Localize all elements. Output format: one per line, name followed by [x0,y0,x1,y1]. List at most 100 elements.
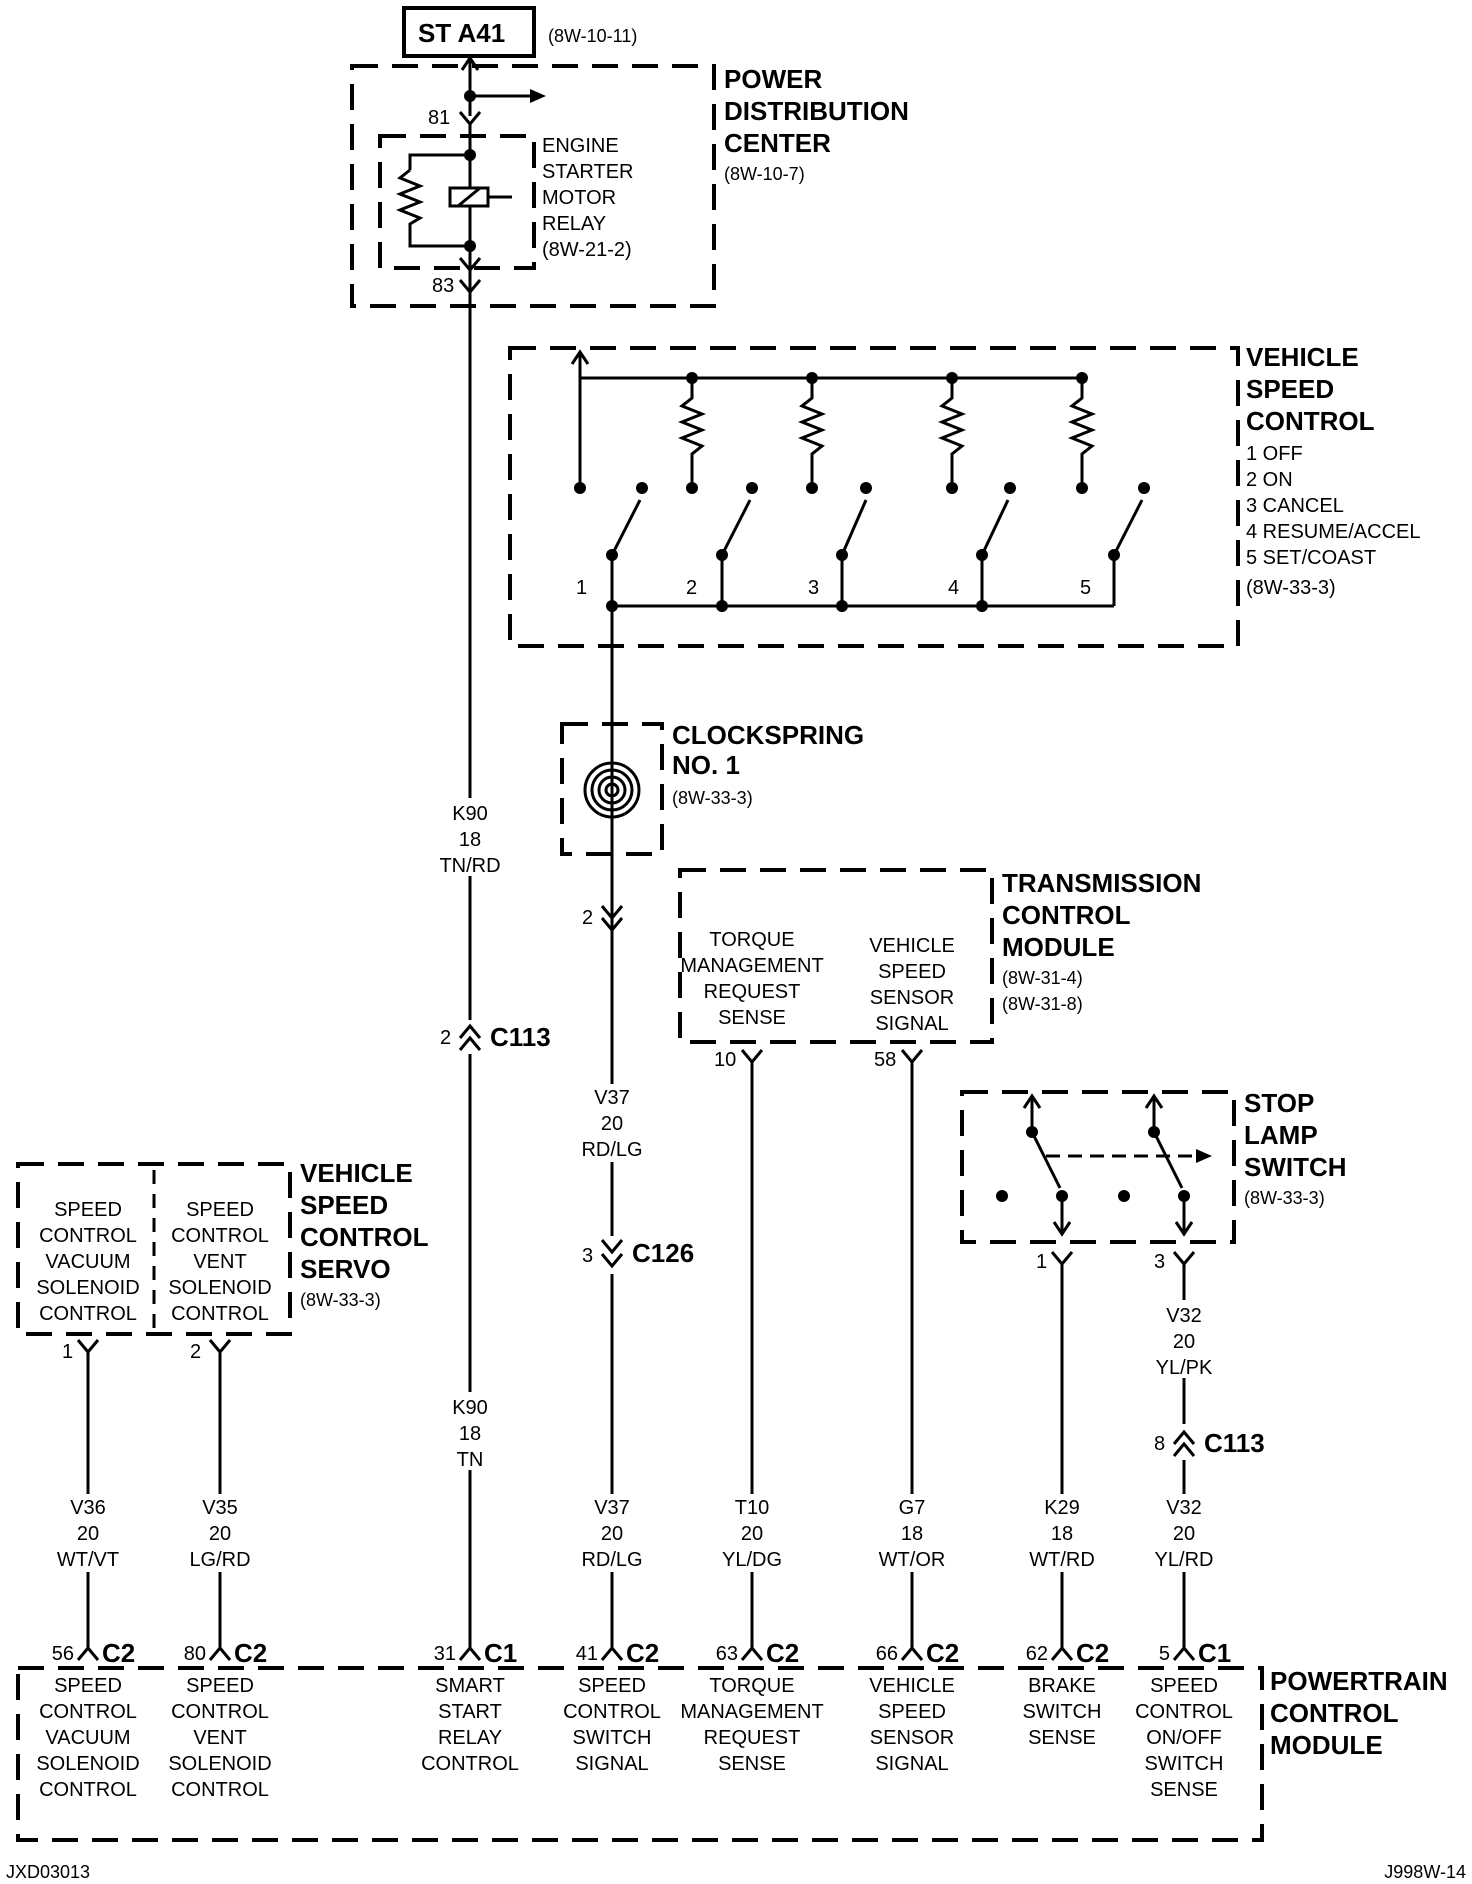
servo-left-2: CONTROL [39,1225,137,1247]
servo-title-1: VEHICLE [300,1158,413,1188]
pcm-pin-label: START [438,1701,502,1723]
pcm-pin-connector: C1 [1198,1638,1231,1668]
pcm-pin-number: 66 [876,1643,898,1665]
tcm-pin-58: 58 [874,1049,896,1071]
pcm-pin-label: SPEED [578,1675,646,1697]
pcm-pin-connector: C2 [234,1638,267,1668]
pcm-pin-terminal [1172,1645,1196,1661]
v32-top-color: YL/PK [1156,1357,1213,1379]
v32-bot-color: YL/RD [1155,1549,1214,1571]
pcm-pin-number: 41 [576,1643,598,1665]
k90-top-circuit: K90 [452,803,488,825]
servo-right-5: CONTROL [171,1303,269,1325]
stop-pin-3: 3 [1154,1251,1165,1273]
v37-top-circuit: V37 [594,1087,630,1109]
pcm-pin-label: SWITCH [1023,1701,1102,1723]
pcm-pin-connector: C2 [102,1638,135,1668]
clockspring-title-1: CLOCKSPRING [672,720,864,750]
v36-color: WT/VT [57,1549,119,1571]
tcm-box [678,868,994,1044]
v32-top-circuit: V32 [1166,1305,1202,1327]
pcm-pin-number: 5 [1159,1643,1170,1665]
stop-pin-1: 1 [1036,1251,1047,1273]
k90-top-color: TN/RD [439,855,500,877]
pcm-pin-label: VACUUM [45,1727,130,1749]
v32-top-gauge: 20 [1173,1331,1195,1353]
pcm-pin-number: 80 [184,1643,206,1665]
v35-circuit: V35 [202,1497,238,1519]
vsc-box [508,346,1240,648]
vsc-item-2: 2 ON [1246,469,1293,491]
k90-bot-gauge: 18 [459,1423,481,1445]
vsc-switches [574,482,1150,612]
tcm-pin-10: 10 [714,1049,736,1071]
v37-top-gauge: 20 [601,1113,623,1135]
pcm-pin-connector: C2 [1076,1638,1109,1668]
stop-title-3: SWITCH [1244,1152,1347,1182]
pcm-pin-label: CONTROL [421,1753,519,1775]
pcm-title-2: CONTROL [1270,1698,1399,1728]
pcm-pin-label: CONTROL [171,1779,269,1801]
tcm-title-1: TRANSMISSION [1002,868,1201,898]
vsc-ref: (8W-33-3) [1246,577,1336,599]
footer-left: JXD03013 [6,1862,90,1882]
vsc-switch-4: 4 [948,577,959,599]
c113b-pin: 8 [1154,1433,1165,1455]
pcm-pin-terminal [208,1645,232,1661]
v36-gauge: 20 [77,1523,99,1545]
g7-gauge: 18 [901,1523,923,1545]
pcm-pin-connector: C2 [926,1638,959,1668]
k29-circuit: K29 [1044,1497,1080,1519]
pcm-pin-label: SWITCH [1145,1753,1224,1775]
pcm-pin-label: MANAGEMENT [680,1701,823,1723]
pcm-pin-number: 63 [716,1643,738,1665]
tcm-title-2: CONTROL [1002,900,1131,930]
relay-resistor [395,168,470,248]
servo-title-4: SERVO [300,1254,391,1284]
g7-color: WT/OR [879,1549,946,1571]
pdc-box [350,64,716,308]
vsc-item-4: 4 RESUME/ACCEL [1246,521,1421,543]
t10-circuit: T10 [735,1497,769,1519]
vsc-resistors [677,372,1097,488]
v32-bot-gauge: 20 [1173,1523,1195,1545]
v37-top-color: RD/LG [581,1139,642,1161]
vsc-switch-2: 2 [686,577,697,599]
clockspring-title-2: NO. 1 [672,750,740,780]
vsc-switch-5: 5 [1080,577,1091,599]
vsc-title-1: VEHICLE [1246,342,1359,372]
pcm-pin-label: SIGNAL [875,1753,948,1775]
fuse-ref: (8W-10-11) [548,26,637,46]
k29-gauge: 18 [1051,1523,1073,1545]
pcm-pin-label: SPEED [878,1701,946,1723]
c113a-pin: 2 [440,1027,451,1049]
pcm-pin-label: ON/OFF [1146,1727,1222,1749]
clockspring-pin: 2 [582,907,593,929]
tcm-right-3: SENSOR [870,987,954,1009]
t10-gauge: 20 [741,1523,763,1545]
pcm-pin-connector: C2 [626,1638,659,1668]
t10-color: YL/DG [722,1549,782,1571]
k90-bot-color: TN [457,1449,484,1471]
clockspring-box [560,722,664,856]
servo-title-2: SPEED [300,1190,388,1220]
pcm-pin-label: SPEED [186,1675,254,1697]
fuse-label: ST A41 [418,18,505,48]
pcm-pin-label: VEHICLE [869,1675,955,1697]
servo-right-4: SOLENOID [168,1277,271,1299]
vsc-title-3: CONTROL [1246,406,1375,436]
pcm-pin-connector: C1 [484,1638,517,1668]
tcm-ref-2: (8W-31-8) [1002,994,1083,1014]
v35-color: LG/RD [189,1549,250,1571]
stop-ref: (8W-33-3) [1244,1188,1325,1208]
pcm-title-3: MODULE [1270,1730,1383,1760]
relay-ref: (8W-21-2) [542,239,632,261]
tcm-title-3: MODULE [1002,932,1115,962]
pcm-title-1: POWERTRAIN [1270,1666,1448,1696]
